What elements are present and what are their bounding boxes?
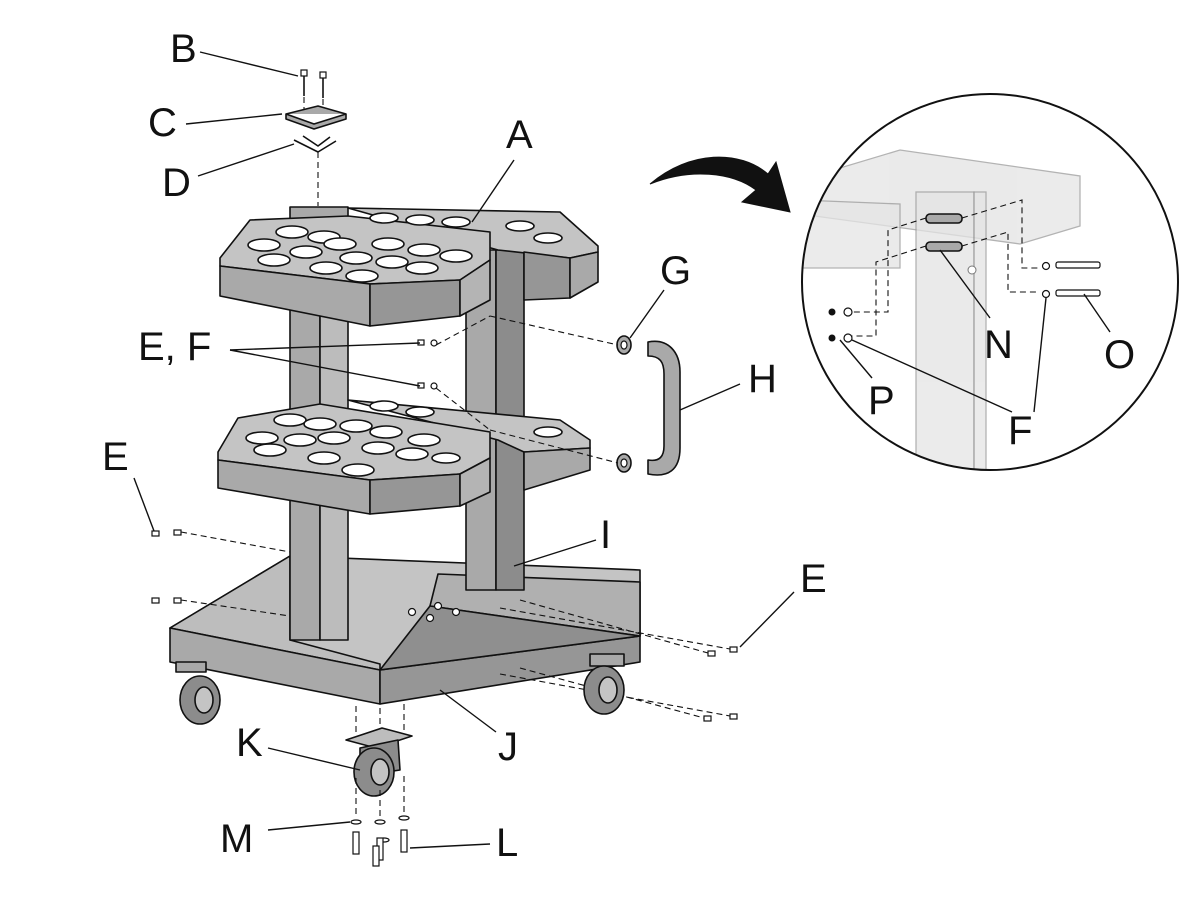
curved-arrow-icon <box>649 156 791 213</box>
bolts-o <box>1041 261 1101 299</box>
screw-b-right <box>319 71 327 98</box>
callout-detail-n: N <box>984 323 1013 367</box>
callout-d: D <box>162 161 191 205</box>
callout-k: K <box>236 721 263 765</box>
lower-tray-holes <box>245 400 563 477</box>
pins-n <box>925 213 963 252</box>
callout-m: M <box>220 817 253 861</box>
bolts-l <box>352 829 408 867</box>
callout-j: J <box>498 725 518 769</box>
callout-g: G <box>660 249 691 293</box>
caster-k <box>345 704 413 816</box>
caster-left <box>175 661 221 725</box>
upper-tray-holes <box>247 212 563 283</box>
callout-i: I <box>600 513 611 557</box>
top-hardware <box>285 69 347 206</box>
leader-lines <box>133 51 1111 849</box>
handle <box>435 315 681 476</box>
screw-b-left <box>300 69 308 96</box>
upper-tray <box>219 207 599 327</box>
callout-detail-o: O <box>1104 333 1135 377</box>
lower-tray <box>217 399 591 515</box>
callout-labels: B C D A E, F E G H I E J K M L N O P F <box>102 27 1135 865</box>
screws-e-right <box>499 599 738 722</box>
callout-l: L <box>496 821 518 865</box>
callout-e-left: E <box>102 435 129 479</box>
screws-ef <box>417 339 438 390</box>
screws-e-left <box>151 529 291 617</box>
u-clip <box>293 135 337 153</box>
callout-a: A <box>506 113 533 157</box>
caster-right <box>583 653 625 715</box>
callout-detail-p: P <box>868 379 895 423</box>
callout-h: H <box>748 357 777 401</box>
callout-detail-f: F <box>1008 409 1032 453</box>
callout-e-f: E, F <box>138 325 211 369</box>
top-cap-plate <box>285 105 347 130</box>
callout-e-right: E <box>800 557 827 601</box>
magnified-detail-icon <box>801 93 1179 471</box>
callout-b: B <box>170 27 197 71</box>
callout-c: C <box>148 101 177 145</box>
nuts-p <box>828 307 853 343</box>
